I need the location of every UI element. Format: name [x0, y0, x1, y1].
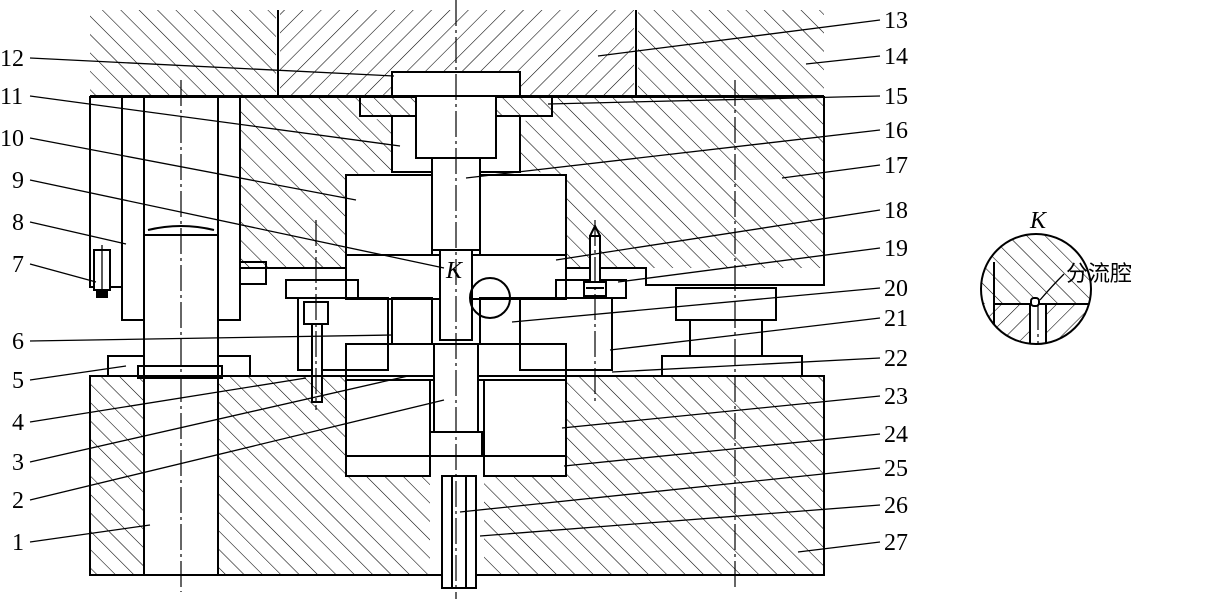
base-plate: [89, 355, 825, 576]
callout-27: 27: [884, 530, 908, 556]
ejector-rod: [441, 475, 477, 589]
callout-4: 4: [12, 410, 24, 436]
callout-18: 18: [884, 198, 908, 224]
callout-17: 17: [884, 153, 908, 179]
callout-24: 24: [884, 422, 908, 448]
section-label-k: K: [445, 258, 464, 284]
callout-12: 12: [0, 46, 24, 72]
detail-label-k: K: [1029, 208, 1048, 234]
callout-9: 9: [12, 168, 24, 194]
leader-lines-left: [29, 57, 445, 543]
callout-8: 8: [12, 210, 24, 236]
callout-22: 22: [884, 346, 908, 372]
callout-23: 23: [884, 384, 908, 410]
callout-10: 10: [0, 126, 24, 152]
callout-25: 25: [884, 456, 908, 482]
callout-26: 26: [884, 493, 908, 519]
callout-3: 3: [12, 450, 24, 476]
leader-lines-right: [459, 19, 881, 553]
callouts-right: 13 14 15 16 17 18 19 20 21 22 23 24 25 2…: [884, 8, 908, 556]
callout-5: 5: [12, 368, 24, 394]
callout-13: 13: [884, 8, 908, 34]
press-ram: [90, 10, 824, 97]
callout-21: 21: [884, 306, 908, 332]
guide-bushing-assembly: [89, 96, 267, 321]
center-lines: [180, 0, 736, 599]
callout-1: 1: [12, 530, 24, 556]
callout-14: 14: [884, 44, 908, 70]
callout-6: 6: [12, 329, 24, 355]
upper-die-plate: [240, 96, 825, 286]
guide-post: [137, 234, 223, 576]
callout-19: 19: [884, 236, 908, 262]
callouts-left: 12 11 10 9 8 7 6 5 4 3 2 1: [0, 46, 24, 556]
lower-guide-frame: [661, 287, 803, 377]
callout-20: 20: [884, 276, 908, 302]
diverter-cavity-label: 分流腔: [1066, 262, 1132, 287]
callout-2: 2: [12, 488, 24, 514]
detail-view-k: K 分流腔: [980, 208, 1132, 345]
callout-7: 7: [12, 252, 24, 278]
detail-k-marker: [469, 277, 511, 319]
callout-11: 11: [0, 84, 23, 110]
callout-15: 15: [884, 84, 908, 110]
callout-16: 16: [884, 118, 908, 144]
